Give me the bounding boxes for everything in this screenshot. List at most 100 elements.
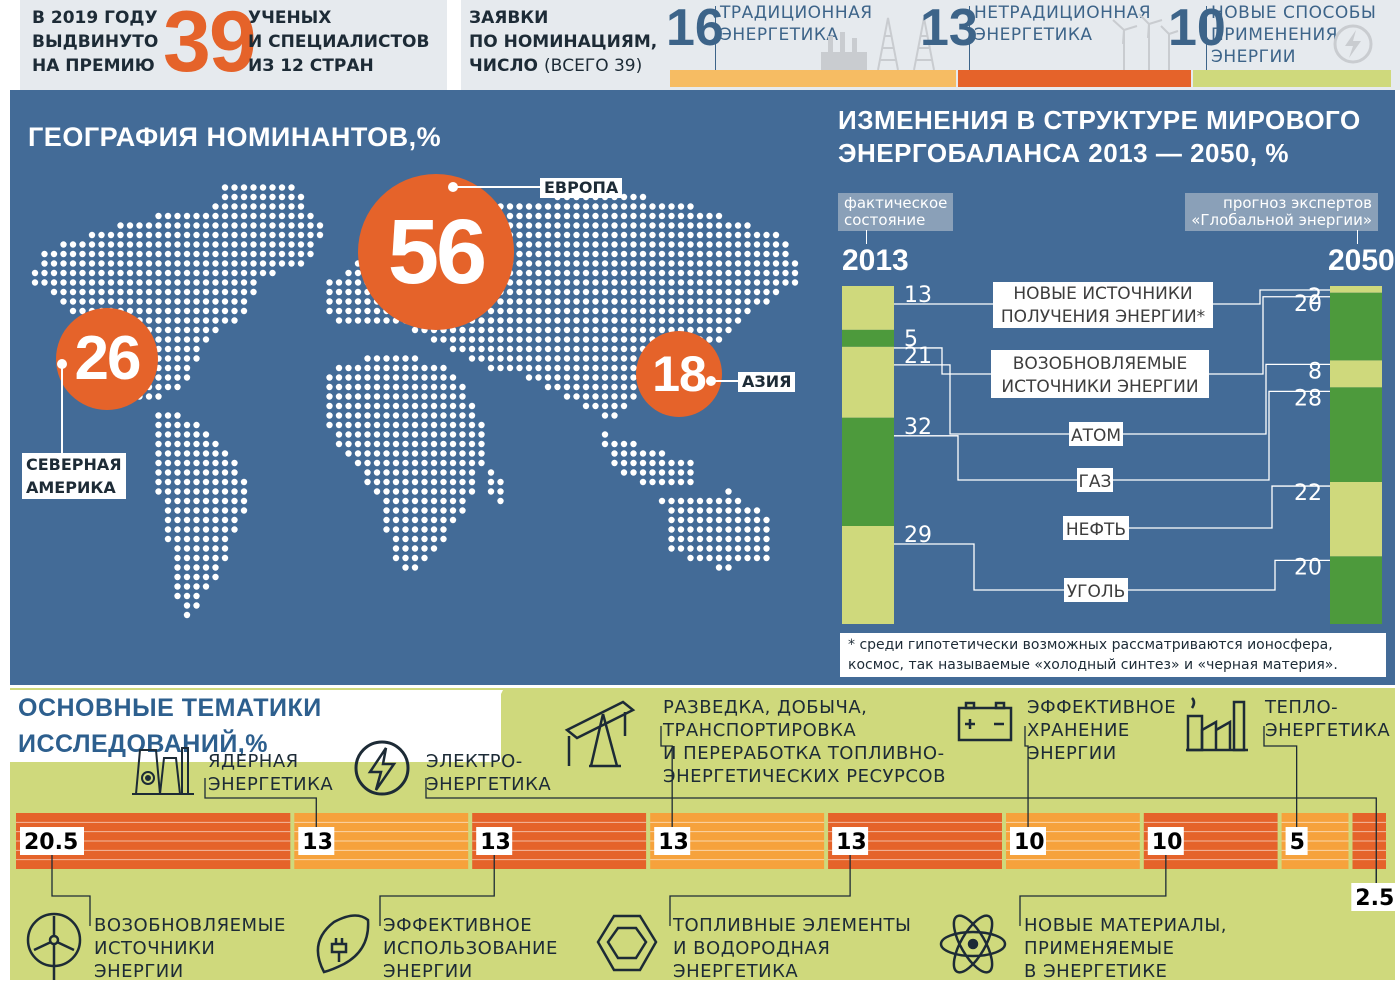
map-dot bbox=[696, 269, 704, 277]
map-dot bbox=[335, 288, 343, 296]
map-dot bbox=[772, 288, 780, 296]
map-dot bbox=[164, 488, 172, 495]
map-dot bbox=[240, 298, 248, 305]
map-dot bbox=[563, 336, 571, 343]
map-dot bbox=[373, 307, 381, 315]
theme-label-line: ЭНЕРГЕТИКА bbox=[426, 774, 552, 795]
map-dot bbox=[193, 545, 200, 552]
map-dot bbox=[639, 231, 647, 239]
map-dot bbox=[354, 402, 362, 410]
map-dot bbox=[107, 298, 115, 305]
map-dot bbox=[706, 526, 713, 533]
map-dot bbox=[554, 374, 561, 381]
map-dot bbox=[345, 393, 352, 400]
map-dot bbox=[649, 250, 656, 258]
battery-icon bbox=[957, 701, 1013, 742]
map-dot bbox=[601, 364, 609, 372]
map-dot bbox=[212, 507, 219, 514]
map-dot bbox=[639, 459, 647, 467]
map-dot bbox=[183, 526, 191, 533]
map-dot bbox=[715, 231, 723, 239]
map-dot bbox=[430, 440, 438, 448]
map-dot bbox=[183, 212, 191, 220]
map-dot bbox=[753, 526, 761, 533]
theme-label-line: РАЗВЕДКА, ДОБЫЧА, bbox=[663, 697, 868, 718]
map-dot bbox=[459, 431, 466, 438]
map-dot bbox=[753, 507, 761, 514]
map-dot bbox=[687, 516, 694, 524]
map-dot bbox=[554, 203, 561, 210]
map-dot bbox=[212, 469, 219, 476]
map-dot bbox=[639, 279, 647, 286]
map-dot bbox=[696, 279, 704, 286]
theme-heat-label: ТЕПЛО- ЭНЕРГЕТИКА bbox=[1265, 696, 1390, 742]
map-dot bbox=[668, 535, 675, 543]
map-dot bbox=[164, 260, 172, 267]
map-dot bbox=[307, 212, 314, 220]
balance-2050-segment bbox=[1330, 556, 1382, 624]
map-dot bbox=[202, 336, 210, 343]
map-dot bbox=[107, 288, 115, 296]
map-dot bbox=[544, 345, 552, 353]
map-dot bbox=[554, 307, 561, 315]
map-dot bbox=[630, 203, 637, 210]
map-dot bbox=[487, 469, 495, 476]
balance-2050-value: 28 bbox=[1294, 386, 1322, 411]
theme-connector bbox=[1019, 855, 1167, 926]
map-dot bbox=[544, 336, 552, 343]
map-dot bbox=[582, 374, 590, 381]
map-dot bbox=[174, 554, 181, 562]
map-dot bbox=[525, 355, 533, 362]
map-dot bbox=[620, 326, 628, 334]
map-dot bbox=[478, 440, 485, 448]
map-dot bbox=[402, 421, 409, 429]
map-dot bbox=[183, 345, 191, 353]
map-dot bbox=[297, 193, 305, 201]
map-dot bbox=[202, 298, 210, 305]
map-dot bbox=[212, 269, 219, 277]
map-dot bbox=[183, 497, 191, 505]
map-dot bbox=[402, 383, 409, 391]
nominees-line: ИЗ 12 СТРАН bbox=[248, 56, 374, 76]
category-traditional-value: 16 bbox=[666, 0, 724, 57]
map-dot bbox=[231, 459, 238, 467]
map-dot bbox=[734, 222, 742, 229]
map-dot bbox=[326, 402, 333, 410]
map-dot bbox=[630, 222, 637, 229]
map-dot bbox=[316, 231, 324, 239]
north-america-label-line: АМЕРИКА bbox=[26, 478, 116, 497]
map-dot bbox=[544, 355, 552, 362]
map-dot bbox=[487, 307, 495, 315]
map-dot bbox=[630, 364, 637, 372]
map-dot bbox=[297, 250, 305, 258]
map-dot bbox=[715, 260, 723, 267]
map-dot bbox=[421, 516, 428, 524]
map-dot bbox=[573, 355, 580, 362]
map-dot bbox=[335, 279, 343, 286]
map-dot bbox=[335, 374, 343, 381]
map-dot bbox=[240, 507, 248, 514]
map-dot bbox=[449, 507, 457, 514]
map-dot bbox=[525, 307, 533, 315]
map-dot bbox=[174, 364, 181, 372]
map-dot bbox=[763, 554, 770, 562]
map-dot bbox=[715, 222, 723, 229]
map-dot bbox=[592, 364, 599, 372]
europe-bubble: 56 bbox=[358, 174, 514, 330]
map-dot bbox=[240, 184, 248, 191]
balance-2050-value: 20 bbox=[1294, 555, 1322, 580]
map-dot bbox=[288, 203, 295, 210]
map-dot bbox=[516, 298, 523, 305]
map-dot bbox=[582, 317, 590, 324]
map-dot bbox=[468, 431, 476, 438]
map-dot bbox=[345, 412, 352, 419]
map-dot bbox=[620, 450, 628, 457]
map-dot bbox=[563, 212, 571, 220]
map-dot bbox=[411, 526, 419, 533]
map-dot bbox=[601, 326, 609, 334]
map-dot bbox=[563, 241, 571, 248]
theme-value-box bbox=[1010, 827, 1046, 855]
balance-title: ИЗМЕНЕНИЯ В СТРУКТУРЕ МИРОВОГО ЭНЕРГОБАЛ… bbox=[838, 104, 1361, 170]
map-dot bbox=[592, 393, 599, 400]
map-dot bbox=[421, 431, 428, 438]
